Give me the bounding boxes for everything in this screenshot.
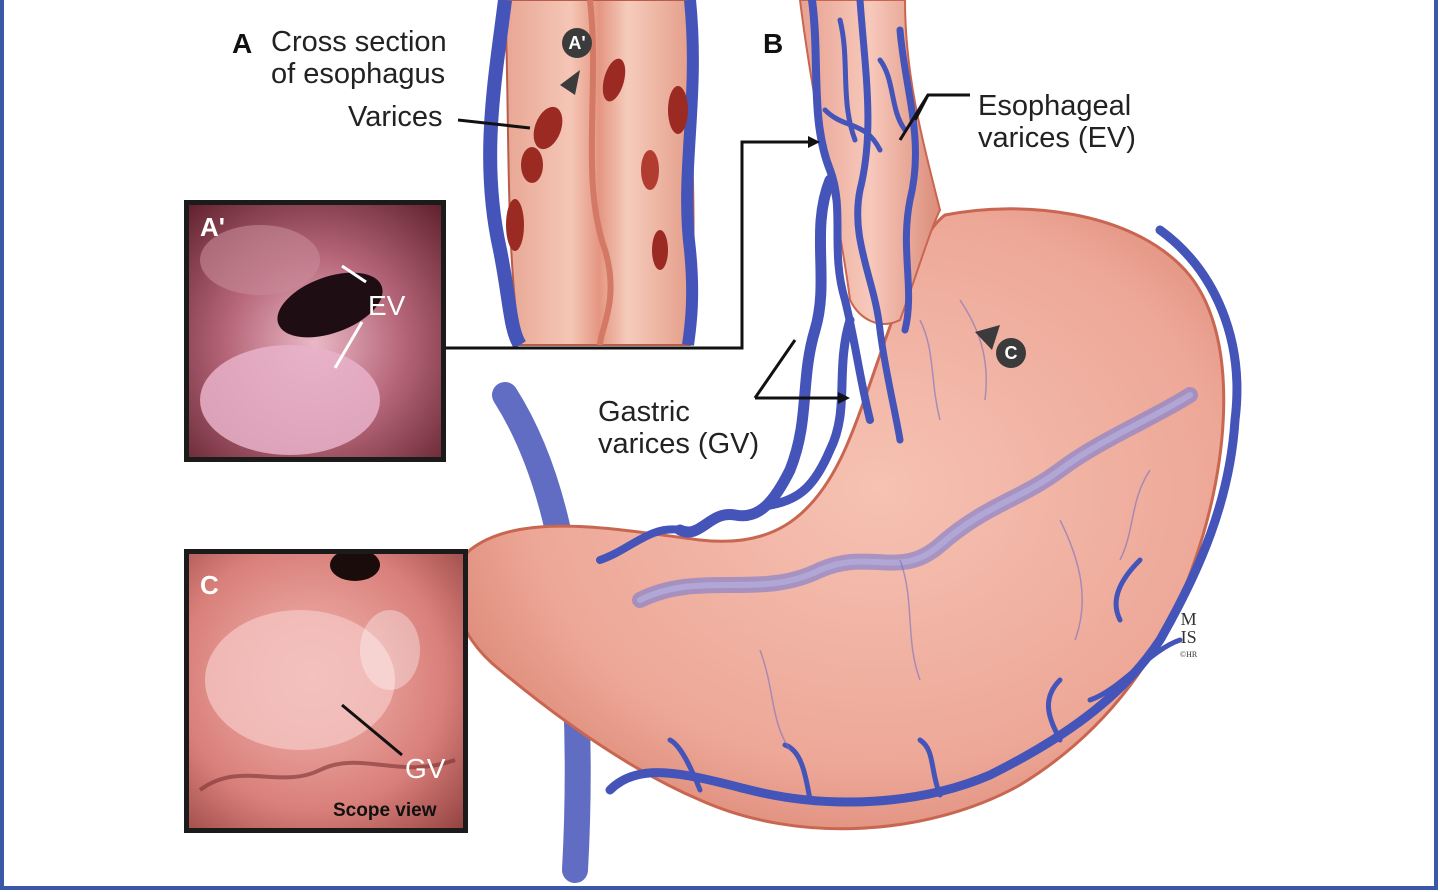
esophageal-varices xyxy=(808,0,919,444)
label-ev: EV xyxy=(368,290,406,321)
artist-signature: M IS ©HR xyxy=(1180,610,1197,664)
label-esophageal-2: varices (EV) xyxy=(978,122,1136,154)
photo-frame-c xyxy=(184,549,468,833)
label-cross-section-2: of esophagus xyxy=(271,58,446,90)
leader-lines xyxy=(445,93,970,400)
cross-section-esophagus xyxy=(483,0,699,349)
label-scope-view: Scope view xyxy=(333,800,437,821)
stomach xyxy=(453,207,1226,831)
label-esophageal-1: Esophageal xyxy=(978,90,1132,122)
endoscopy-photo-gv xyxy=(187,549,465,830)
signature-bottom: IS xyxy=(1180,627,1197,647)
badge-a-prime: A' xyxy=(562,28,592,58)
signature-top: M xyxy=(1180,609,1197,629)
photo-frame-a-prime xyxy=(184,200,446,462)
signature-small: ©HR xyxy=(1180,650,1198,659)
label-cross-section-1: Cross section xyxy=(271,26,447,58)
label-panel-a-prime: A' xyxy=(200,212,225,242)
endoscopy-photo-ev xyxy=(187,203,442,458)
a-prime-view-arrow xyxy=(560,70,580,95)
badge-c: C xyxy=(996,338,1026,368)
label-a: A xyxy=(232,28,253,59)
label-gastric-2: varices (GV) xyxy=(598,428,760,460)
label-panel-c: C xyxy=(200,570,219,600)
label-varices: Varices xyxy=(348,101,443,133)
label-gastric-1: Gastric xyxy=(598,396,690,428)
c-view-arrow xyxy=(975,325,1000,350)
gastroepiploic-vein xyxy=(605,225,1242,807)
label-b: B xyxy=(763,28,784,59)
label-gv: GV xyxy=(405,753,446,784)
gastric-varices xyxy=(596,174,855,564)
